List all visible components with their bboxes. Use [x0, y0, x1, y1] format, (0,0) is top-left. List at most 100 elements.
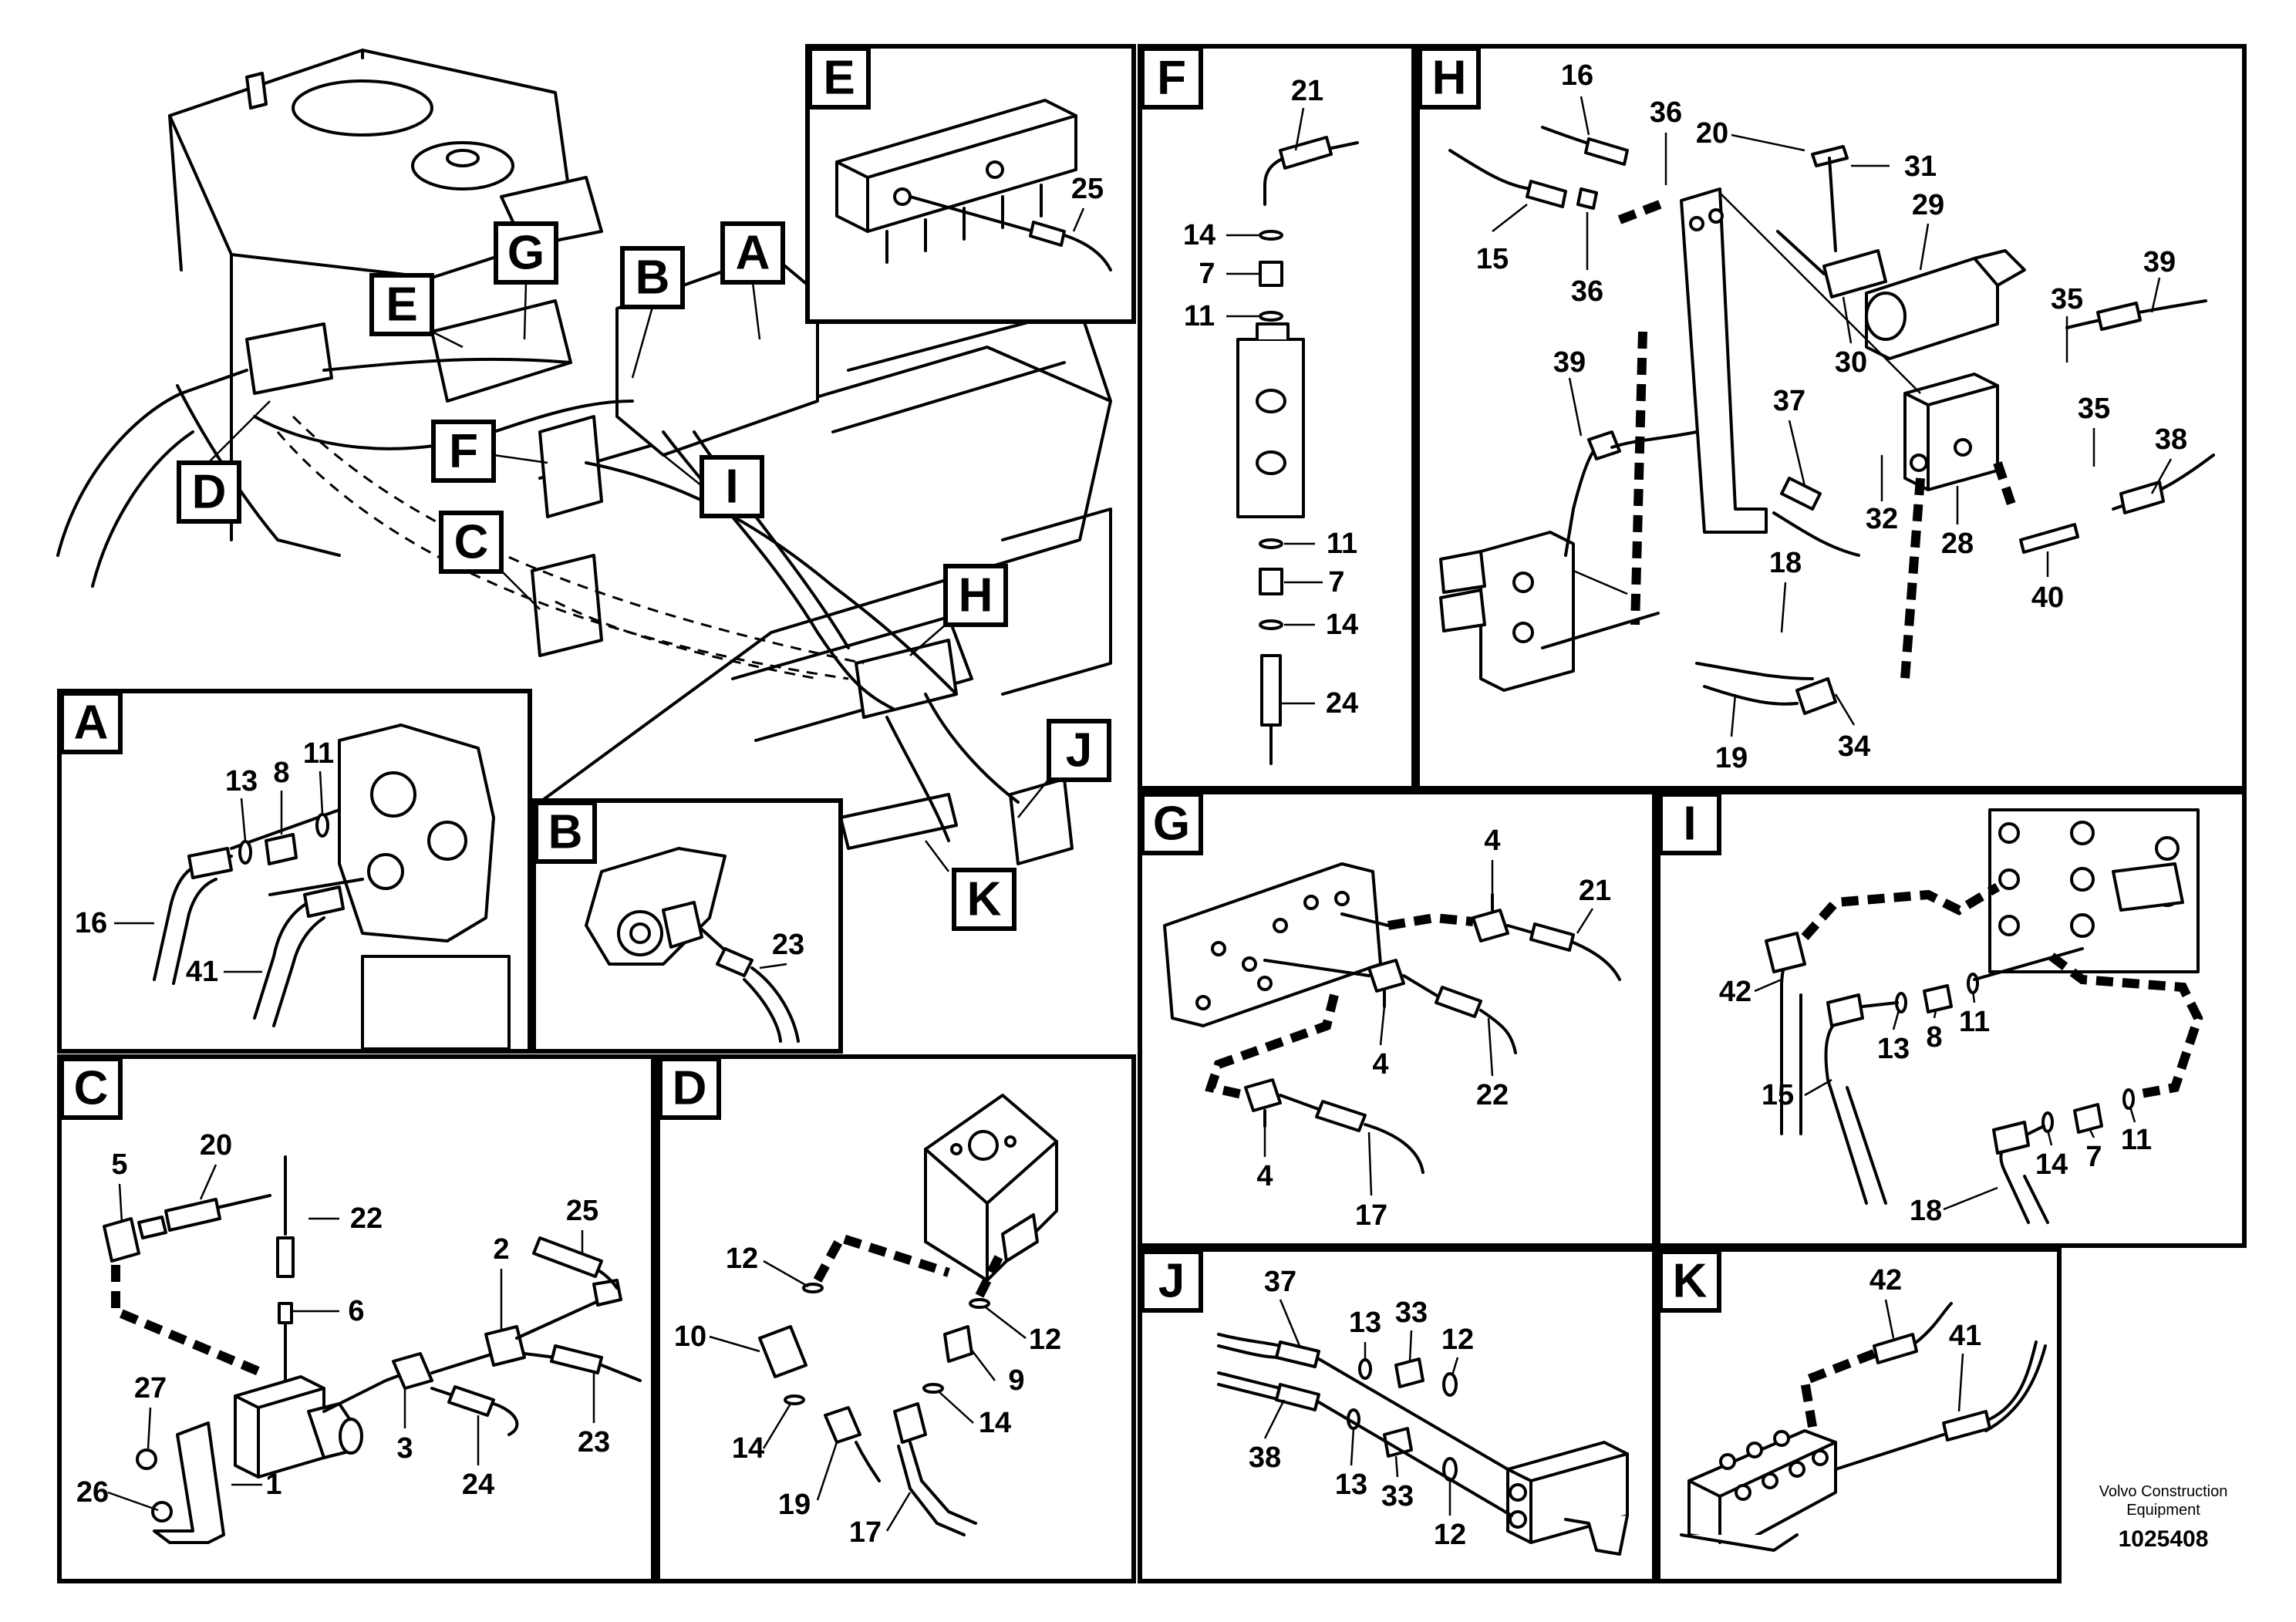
brand-line-2: Equipment [2126, 1502, 2200, 1519]
part-number: 25 [566, 1195, 598, 1227]
part-number: 7 [2085, 1141, 2102, 1173]
part-number: 19 [778, 1489, 811, 1521]
part-number: 11 [2121, 1124, 2152, 1156]
part-number: 9 [1008, 1364, 1024, 1397]
part-number: 18 [1769, 547, 1802, 579]
callout-a[interactable]: A [720, 221, 785, 340]
part-number: 12 [726, 1243, 758, 1275]
part-number: 14 [1326, 609, 1358, 641]
part-number: 33 [1395, 1297, 1428, 1329]
panel-label-e: E [823, 52, 855, 105]
part-number: 27 [134, 1372, 167, 1404]
detail-panel-c: C 5 20 [57, 1054, 656, 1583]
part-number: 29 [1912, 189, 1944, 221]
part-number: 24 [1326, 687, 1358, 720]
part-number: 5 [111, 1148, 127, 1181]
part-number: 42 [1719, 976, 1752, 1008]
part-number: 13 [1877, 1033, 1910, 1065]
panel-label-g: G [1153, 798, 1190, 851]
callout-i[interactable]: I [663, 454, 764, 518]
part-number: 34 [1838, 730, 1870, 763]
callout-b[interactable]: B [620, 246, 685, 379]
callout-j[interactable]: J [1017, 719, 1111, 818]
part-number: 4 [1372, 1048, 1388, 1081]
panel-label-i: I [1683, 798, 1696, 851]
detail-panel-i: I 42 13 [1656, 790, 2247, 1248]
panel-label-k: K [1673, 1255, 1708, 1308]
part-number: 25 [1071, 173, 1104, 205]
detail-panel-f: F 21 14 7 11 11 7 14 24 [1138, 44, 1416, 791]
svg-text:D: D [192, 466, 227, 519]
part-number: 11 [1959, 1006, 1990, 1038]
callout-g[interactable]: G [494, 221, 558, 340]
part-number: 20 [1696, 117, 1728, 150]
part-number: 1 [265, 1469, 282, 1501]
svg-text:C: C [454, 516, 489, 569]
part-number: 18 [1910, 1195, 1942, 1227]
part-number: 6 [348, 1295, 364, 1327]
part-number: 36 [1650, 96, 1682, 129]
svg-text:G: G [507, 227, 544, 280]
part-number: 35 [2078, 393, 2110, 425]
part-number: 30 [1835, 346, 1867, 379]
part-number: 7 [1328, 566, 1344, 599]
part-number: 3 [396, 1432, 413, 1465]
part-number: 12 [1434, 1519, 1466, 1551]
callout-k[interactable]: K [925, 840, 1017, 931]
part-number: 10 [674, 1320, 706, 1353]
overview-assembly: A B C D E F G [56, 49, 1112, 931]
part-number: 11 [1184, 300, 1215, 332]
document-number: 1025408 [2119, 1526, 2209, 1552]
part-number: 38 [2155, 423, 2187, 456]
part-number: 15 [1476, 243, 1509, 275]
part-number: 37 [1264, 1266, 1296, 1298]
detail-panel-a: A 13 8 11 16 41 [57, 689, 532, 1054]
part-number: 41 [1949, 1320, 1981, 1352]
part-number: 39 [1553, 346, 1586, 379]
detail-panel-e: E 25 [805, 44, 1136, 324]
part-number: 17 [1355, 1199, 1387, 1232]
detail-panel-j: J 37 13 33 12 38 13 33 [1138, 1247, 1657, 1583]
svg-text:E: E [386, 278, 417, 332]
panel-label-a: A [74, 696, 109, 750]
part-number: 8 [1926, 1021, 1942, 1054]
part-number: 4 [1256, 1160, 1273, 1192]
panel-label-h: H [1432, 52, 1467, 105]
part-number: 36 [1571, 275, 1603, 308]
part-number: 8 [273, 757, 289, 789]
callout-c[interactable]: C [439, 511, 541, 610]
svg-text:K: K [967, 873, 1002, 926]
brand-line-1: Volvo Construction [2099, 1483, 2228, 1500]
svg-text:B: B [636, 251, 670, 305]
detail-panel-d: D 12 10 12 9 14 14 19 [656, 1054, 1136, 1583]
svg-text:H: H [959, 569, 993, 622]
part-number: 28 [1941, 528, 1974, 560]
part-number: 12 [1029, 1324, 1061, 1356]
part-number: 14 [979, 1407, 1011, 1439]
part-number: 19 [1715, 742, 1748, 774]
part-number: 14 [1183, 219, 1215, 251]
part-number: 13 [225, 765, 258, 798]
document-footer: Volvo Construction Equipment 1025408 [2099, 1483, 2228, 1552]
part-number: 21 [1291, 75, 1323, 107]
part-number: 37 [1773, 385, 1805, 417]
part-number: 42 [1870, 1264, 1902, 1297]
callout-d[interactable]: D [177, 400, 271, 524]
part-number: 35 [2051, 283, 2083, 315]
part-number: 2 [493, 1233, 509, 1266]
callout-h[interactable]: H [909, 564, 1008, 656]
part-number: 41 [186, 956, 218, 988]
callout-e[interactable]: E [369, 273, 464, 349]
part-number: 22 [350, 1202, 383, 1235]
svg-text:I: I [725, 460, 738, 514]
detail-panel-b: B 23 [531, 798, 843, 1054]
part-number: 14 [2035, 1148, 2068, 1181]
part-number: 13 [1349, 1307, 1381, 1339]
detail-panel-h: H [1415, 44, 2247, 791]
callout-f[interactable]: F [431, 420, 548, 483]
part-number: 12 [1441, 1324, 1474, 1356]
panel-label-b: B [548, 806, 583, 859]
detail-panel-k: K 42 41 [1656, 1247, 2062, 1583]
part-number: 11 [303, 737, 334, 770]
part-number: 20 [200, 1129, 232, 1162]
